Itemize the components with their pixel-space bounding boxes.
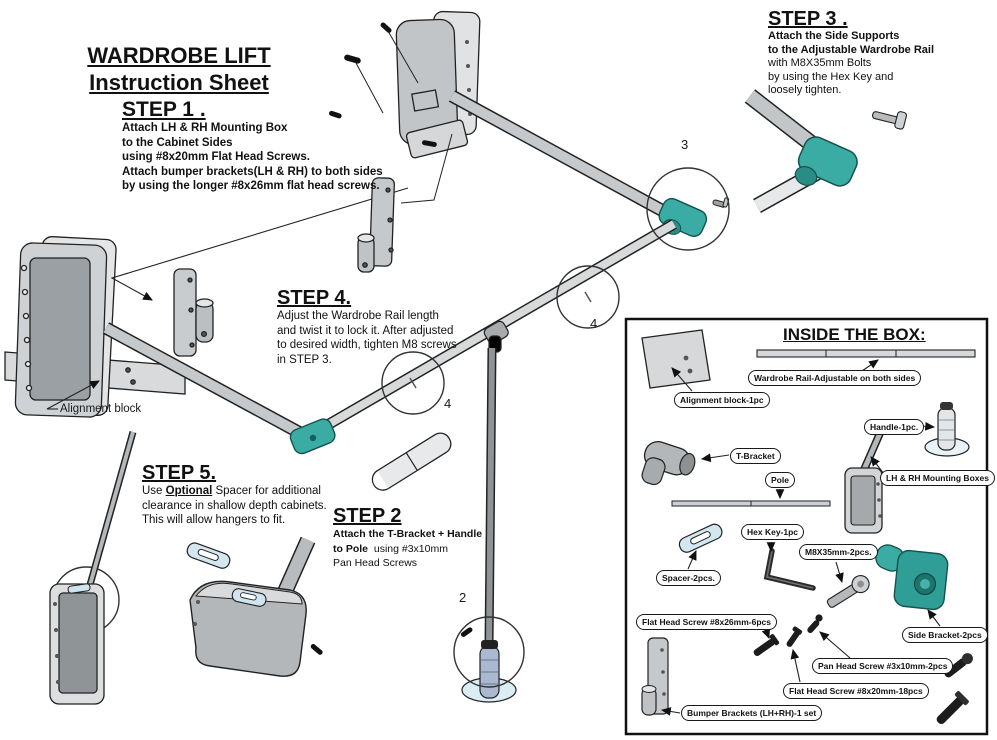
part-label-pole: Pole: [765, 472, 795, 488]
part-label-bumper-brackets: Bumper Brackets (LH+RH)-1 set: [681, 705, 823, 721]
part-label-t-bracket: T-Bracket: [730, 448, 781, 464]
tube-cutaway-drawing: [371, 432, 452, 491]
panel-handle-drawing: [920, 402, 970, 457]
lh-rail-drawing: [102, 322, 306, 440]
panel-t-bracket-leader: [700, 453, 730, 463]
rh-box-screws: [329, 22, 453, 204]
part-label-hex-key: Hex Key-1pc: [741, 524, 805, 540]
sheet-title-line1: WARDROBE LIFT: [87, 43, 271, 68]
panel-bumper-bracket-drawing: [641, 637, 681, 716]
step5-block: STEP 5. Use Optional Spacer for addition…: [142, 462, 327, 528]
upper-rail-drawing: [448, 90, 680, 224]
part-label-spacer: Spacer-2pcs.: [656, 570, 721, 586]
step4-body: Adjust the Wardrobe Rail length and twis…: [277, 310, 457, 366]
part-label-flat-screw-20: Flat Head Screw #8x20mm-18pcs: [783, 683, 929, 699]
inside-box-title: INSIDE THE BOX:: [783, 325, 926, 344]
panel-pan-screw-drawing: [807, 614, 851, 659]
panel-hex-key-drawing: [763, 542, 816, 591]
alignment-block-leader: [46, 380, 100, 410]
lh-bumper-bracket-drawing: [173, 268, 214, 357]
step1-heading: STEP 1 .: [122, 98, 206, 121]
t-bracket-main-drawing: [483, 320, 509, 353]
marker-rail-lower: 4: [444, 396, 452, 411]
panel-alignment-block-drawing: [641, 329, 711, 392]
step5-right-illustration: [189, 536, 323, 677]
panel-spacer-drawing: [678, 523, 723, 570]
step5-heading: STEP 5.: [142, 462, 217, 484]
panel-t-bracket-drawing: [641, 440, 696, 486]
sheet-title: WARDROBE LIFT Instruction Sheet: [84, 42, 274, 96]
bracket-pointer-arrow: [110, 187, 409, 301]
part-label-rail: Wardrobe Rail-Adjustable on both sides: [748, 370, 922, 386]
step1-block: STEP 1 . Attach LH & RH Mounting Box to …: [122, 99, 383, 194]
panel-pole-drawing: [671, 489, 831, 507]
rh-mounting-box-drawing: [395, 10, 481, 159]
part-label-m8-bolts: M8X35mm-2pcs.: [799, 544, 878, 560]
panel-m8-bolt-drawing: [826, 561, 870, 608]
step2-block: STEP 2 Attach the T-Bracket + Handle to …: [333, 505, 482, 571]
step4-heading: STEP 4.: [277, 287, 352, 309]
step2-heading: STEP 2: [333, 505, 402, 527]
step1-body: Attach LH & RH Mounting Box to the Cabin…: [122, 122, 383, 192]
spacer-floating-drawing: [186, 542, 231, 569]
part-label-handle: Handle-1pc.: [864, 419, 925, 435]
part-label-alignment-block: Alignment block-1pc: [674, 392, 770, 408]
panel-loose-screws-drawing: [936, 653, 973, 725]
step5-left-illustration: [49, 431, 137, 705]
panel-flat-screw20-drawing: [786, 626, 803, 683]
rh-bumper-bracket-drawing: [357, 177, 395, 273]
marker-handle: 2: [459, 590, 467, 605]
vertical-pole-drawing: [484, 347, 497, 647]
part-label-mounting-boxes: LH & RH Mounting Boxes: [880, 470, 995, 486]
marker-step3: 3: [681, 137, 689, 152]
part-label-flat-screw-26: Flat Head Screw #8x26mm-6pcs: [636, 614, 777, 630]
sheet-title-line2: Instruction Sheet: [89, 70, 269, 95]
side-bracket-left-drawing: [289, 418, 336, 455]
step2-body: Attach the T-Bracket + Handle to Pole us…: [333, 528, 483, 569]
step3-heading: STEP 3 .: [768, 8, 848, 30]
part-label-side-bracket: Side Bracket-2pcs: [902, 627, 988, 643]
part-label-pan-screw: Pan Head Screw #3x10mm-2pcs: [812, 658, 954, 674]
step5-body: Use Optional Spacer for additional clear…: [142, 485, 327, 526]
step3-body: Attach the Side Supports to the Adjustab…: [768, 30, 935, 96]
panel-side-bracket-drawing: [875, 544, 949, 627]
alignment-block-label: Alignment block: [60, 403, 142, 415]
lh-mounting-box-drawing: [4, 236, 186, 418]
step4-block: STEP 4. Adjust the Wardrobe Rail length …: [277, 287, 457, 367]
marker-rail-upper: 4: [590, 316, 598, 331]
panel-rail-drawing: [756, 349, 976, 372]
step3-block: STEP 3 . Attach the Side Supports to the…: [768, 8, 934, 98]
step3-illustration: [744, 89, 907, 213]
